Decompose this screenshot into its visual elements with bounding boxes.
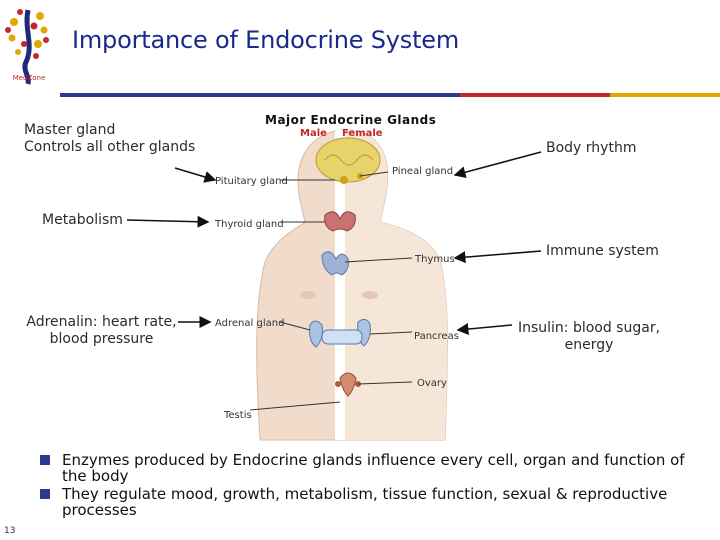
annotation-master-line2: Controls all other glands [24, 139, 196, 155]
bullet-square-icon [40, 455, 50, 465]
bullet-item: They regulate mood, growth, metabolism, … [40, 486, 690, 518]
gland-label-ovary: Ovary [417, 378, 447, 389]
male-label: Male [300, 128, 327, 139]
bullet-text: They regulate mood, growth, metabolism, … [62, 485, 668, 519]
brain-illustration [315, 137, 381, 184]
logo: MedZone [0, 0, 58, 94]
gland-label-adrenal: Adrenal gland [215, 318, 285, 329]
annotation-arrows [126, 151, 542, 336]
bullet-text: Enzymes produced by Endocrine glands inf… [62, 451, 685, 485]
gland-label-thymus: Thymus [415, 254, 455, 265]
annotation-master-gland: Master gland Controls all other glands [24, 122, 195, 156]
body-silhouette [256, 129, 448, 441]
diagram-title: Major Endocrine Glands [265, 113, 437, 127]
female-label: Female [342, 128, 383, 139]
title-rule-red [460, 93, 610, 97]
annotation-insulin: Insulin: blood sugar, energy [514, 320, 664, 354]
annotation-insulin-line2: energy [564, 337, 614, 353]
annotation-master-line1: Master gland [24, 122, 116, 138]
logo-emblem-icon: MedZone [0, 0, 58, 94]
annotation-adrenalin: Adrenalin: heart rate, blood pressure [24, 314, 179, 348]
annotation-adrenalin-line2: blood pressure [49, 331, 154, 347]
bullet-item: Enzymes produced by Endocrine glands inf… [40, 452, 690, 484]
title-rule-blue [60, 93, 460, 97]
gland-label-thyroid: Thyroid gland [215, 219, 284, 230]
annotation-body-rhythm: Body rhythm [546, 140, 637, 156]
gland-label-pancreas: Pancreas [414, 331, 459, 342]
gland-label-testis: Testis [224, 410, 252, 421]
annotation-immune-system: Immune system [546, 243, 659, 259]
bullet-list: Enzymes produced by Endocrine glands inf… [40, 452, 690, 520]
page-number: 13 [4, 526, 16, 536]
gland-label-pituitary: Pituitary gland [215, 176, 288, 187]
gland-leader-lines [249, 171, 413, 411]
thyroid-illustration [324, 211, 356, 232]
annotation-insulin-line1: Insulin: blood sugar, [517, 320, 661, 336]
title-rule-gold [610, 93, 720, 97]
bullet-square-icon [40, 489, 50, 499]
gland-label-pineal: Pineal gland [392, 166, 454, 177]
slide-title: Importance of Endocrine System [72, 26, 460, 54]
annotation-adrenalin-line1: Adrenalin: heart rate, [26, 314, 177, 330]
adrenal-illustration [309, 318, 371, 348]
annotation-metabolism: Metabolism [42, 212, 123, 228]
thymus-illustration [321, 251, 349, 276]
svg-text:MedZone: MedZone [13, 74, 46, 82]
